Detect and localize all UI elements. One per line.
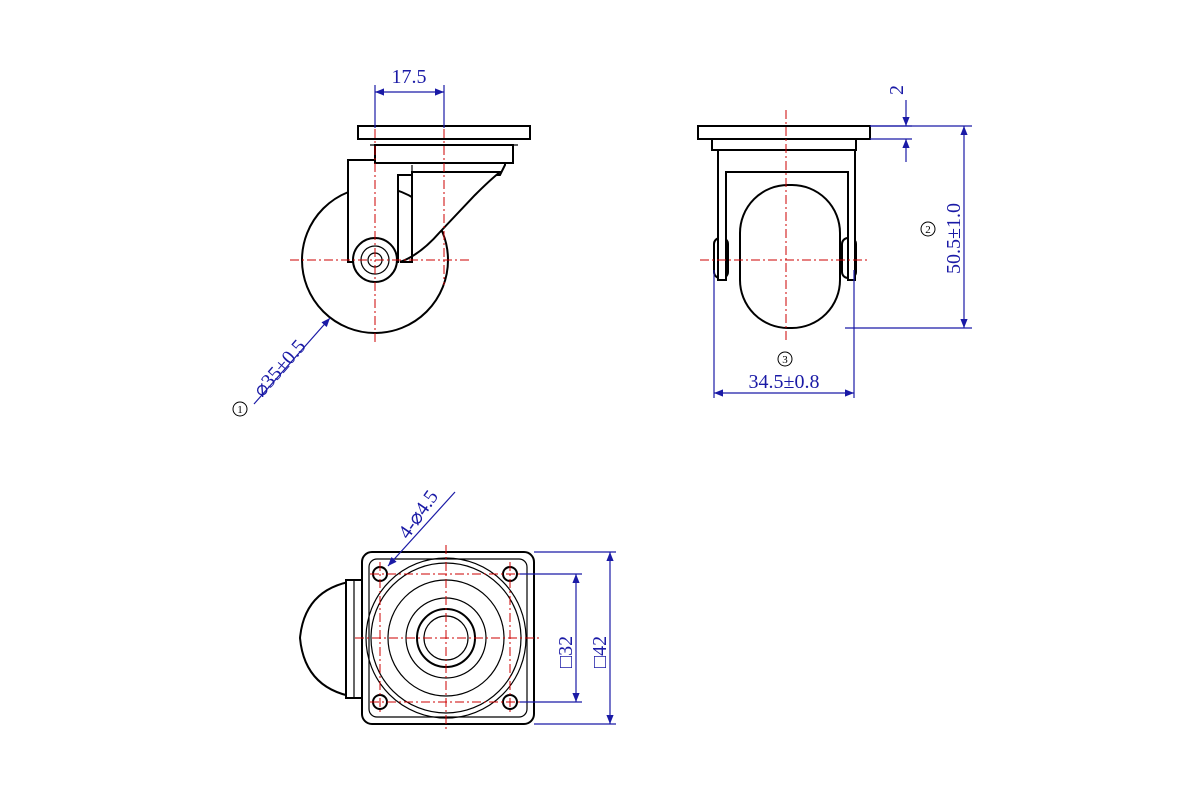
top-plate-front [697,125,871,140]
callout-1-label: 1 [237,404,243,416]
callout-3-label: 3 [782,354,788,366]
top-view: 4-⌀4.5 □32 □42 [298,486,616,730]
swivel-ring [711,138,857,151]
dim-overall-width: 34.5±0.8 [749,371,820,393]
callout-1 [232,401,248,417]
dim-plate-size: □42 [589,636,611,668]
dim-plate-thickness: 2 [886,85,908,95]
wheel-front [739,184,841,329]
callout-2 [920,221,936,237]
dim-hole-spacing: □32 [555,636,577,668]
front-view: 2 50.5±1.0 2 34.5±0.8 3 [697,85,972,398]
dim-plate-offset: 17.5 [392,66,427,88]
callout-3 [777,351,793,367]
dim-overall-height: 50.5±1.0 [943,203,965,274]
bracket-fork [399,171,503,263]
dim-wheel-diameter: ⌀35±0.5 [249,336,310,402]
dim-mounting-holes: 4-⌀4.5 [394,486,443,543]
side-view: 17.5 ⌀35±0.5 1 [232,66,531,417]
fork-front [717,149,856,281]
callout-2-label: 2 [925,224,931,236]
